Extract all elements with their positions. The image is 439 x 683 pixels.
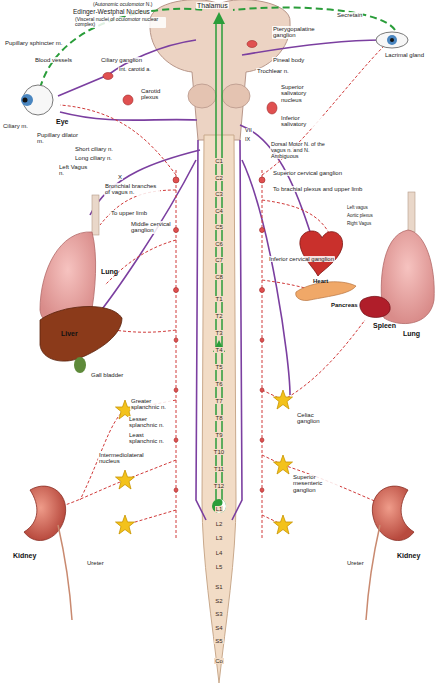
anatomy-label: Blood vessels (34, 57, 73, 63)
anatomy-label: Ureter (86, 560, 105, 566)
spinal-level: T1 (214, 296, 223, 302)
anatomy-label: Pineal body (272, 57, 305, 63)
organ-label: Kidney (396, 552, 421, 559)
spinal-level: T6 (214, 381, 223, 387)
spinal-level: C1 (214, 158, 224, 164)
spinal-level: C4 (214, 208, 224, 214)
anatomy-label: (Visceral nuclei of oculomotor nuclear c… (74, 17, 166, 28)
spinal-level: S4 (214, 625, 223, 631)
spinal-level: T2 (214, 313, 223, 319)
anatomy-label: Dorsal Motor N. of the vagus n. and N. A… (270, 142, 336, 159)
spinal-level: T8 (214, 415, 223, 421)
anatomy-label: Trochlear n. (256, 68, 290, 74)
spinal-level: T3 (214, 330, 223, 336)
anatomy-label: Left vagus (346, 206, 369, 211)
anatomy-label: Right Vagus (346, 222, 372, 227)
anatomy-label: Least splanchnic n. (128, 432, 170, 445)
anatomy-label: Superior mesenteric ganglion (292, 474, 340, 493)
anatomy-label: Middle cervical ganglion (130, 221, 172, 234)
spinal-level: L5 (215, 564, 224, 570)
spinal-level: L1 (215, 506, 224, 512)
anatomy-label: Carotid plexus (140, 88, 176, 101)
spinal-level: C5 (214, 224, 224, 230)
anatomy-label: To brachial plexus and upper limb (272, 186, 363, 192)
anatomy-label: Lesser splanchnic n. (128, 416, 170, 429)
spinal-level: C7 (214, 257, 224, 263)
organ-label: Lung (100, 268, 119, 275)
anatomy-label: Gall bladder (90, 372, 124, 378)
anatomy-label: Ureter (346, 560, 365, 566)
anatomy-label: Bronchial branches of vagus n. (104, 183, 160, 196)
spinal-level: S1 (214, 584, 223, 590)
spinal-level: T11 (213, 466, 225, 472)
anatomy-label: X (117, 174, 123, 180)
anatomy-label: Ciliary m. (2, 123, 29, 129)
spinal-level: L4 (215, 550, 224, 556)
spinal-level: C2 (214, 175, 224, 181)
spinal-level: S5 (214, 638, 223, 644)
anatomy-label: Lacrimal gland (384, 52, 425, 58)
anatomy-label: (Autonomic oculomotor N.) (92, 2, 153, 7)
spinal-level: C3 (214, 191, 224, 197)
spinal-level: T12 (213, 483, 225, 489)
spinal-level: C8 (214, 274, 224, 280)
organ-label: Kidney (12, 552, 37, 559)
spinal-level: S2 (214, 598, 223, 604)
anatomy-label: Thalamus (196, 2, 229, 9)
spinal-level: L2 (215, 521, 224, 527)
spinal-level: T4 (214, 347, 223, 353)
organ-label: Pancreas (330, 302, 359, 308)
anatomy-label: Short ciliary n. (74, 146, 114, 152)
spinal-level: L3 (215, 535, 224, 541)
anatomy-label: Int. carotid a. (118, 67, 152, 73)
anatomy-label: Pupillary sphincter m. (4, 40, 63, 46)
spinal-level: S3 (214, 611, 223, 617)
anatomy-label: Long ciliary n. (74, 155, 113, 161)
spinal-level: C6 (214, 241, 224, 247)
anatomy-label: Left Vagus n. (58, 164, 94, 177)
anatomy-label: Superior cervical ganglion (272, 170, 343, 176)
organ-label: Liver (60, 330, 79, 337)
anatomy-label: Inferior cervical ganglion (268, 256, 335, 262)
anatomy-label: Greater splanchnic n. (130, 398, 172, 411)
anatomy-label: Secretain (336, 12, 363, 18)
anatomy-label: Superior salivatory nucleus (280, 84, 328, 103)
anatomy-label: To upper limb (110, 210, 148, 216)
anatomy-label: IX (244, 137, 251, 143)
anatomy-label: Inferior salivatory (280, 115, 322, 128)
anatomy-label: VII (244, 128, 253, 134)
anatomy-label: Aortic plexus (346, 214, 374, 219)
spinal-level: T9 (214, 432, 223, 438)
anatomy-label: Celiac ganglion (296, 412, 332, 425)
anatomy-label: Intermediolateral nucleus (98, 452, 160, 465)
spinal-level: T5 (214, 364, 223, 370)
anatomy-label: Ciliary ganglion (100, 57, 143, 63)
anatomy-label: Edinger-Westphal Nucleus (72, 9, 151, 16)
organ-label: Lung (402, 330, 421, 337)
spinal-level: T7 (214, 398, 223, 404)
organ-label: Eye (55, 118, 69, 125)
spinal-level: T10 (213, 449, 225, 455)
anatomy-label: Pupillary dilator m. (36, 132, 80, 145)
organ-label: Heart (312, 278, 329, 284)
spinal-level: Co (214, 658, 224, 664)
anatomy-label: Pterygopalatine ganglion (272, 26, 334, 39)
organ-label: Spleen (372, 322, 397, 329)
